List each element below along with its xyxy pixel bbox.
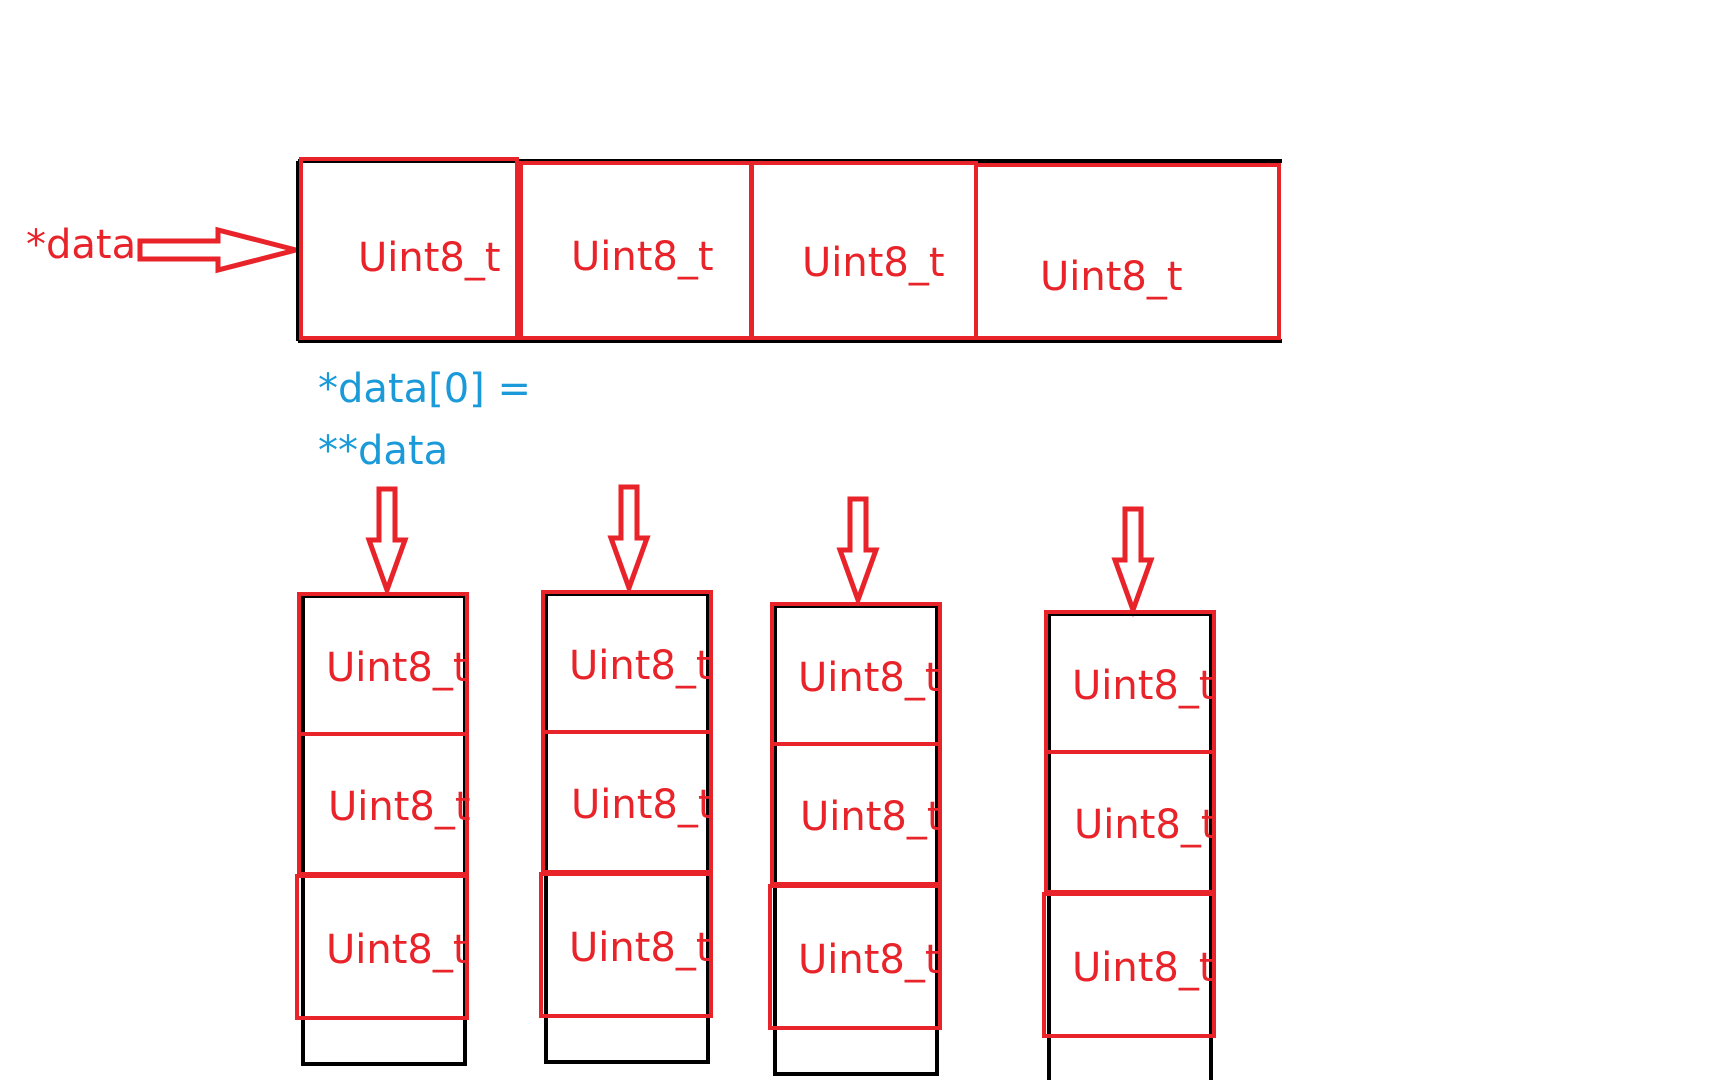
column-4: Uint8_t Uint8_t Uint8_t [1042,610,1217,1080]
column-3-cell-3-label: Uint8_t [798,937,941,983]
column-1-cell-3-label: Uint8_t [326,927,469,973]
top-row: Uint8_t Uint8_t Uint8_t Uint8_t [296,157,1282,343]
column-4-cell-2-label: Uint8_t [1074,802,1217,848]
column-4-cell-1-label: Uint8_t [1072,663,1215,709]
column-2-cell-3-label: Uint8_t [569,925,712,971]
down-arrow-4 [1111,506,1155,618]
note-line-1: *data[0] = [318,366,531,412]
down-arrow-1 [365,486,409,598]
column-3: Uint8_t Uint8_t Uint8_t [768,602,943,1076]
column-2: Uint8_t Uint8_t Uint8_t [539,590,714,1064]
down-arrow-3 [836,496,880,608]
pointer-right-arrow [137,226,297,274]
column-2-cell-3 [539,872,713,1018]
column-3-cell-3 [768,884,942,1030]
column-1-cell-2-label: Uint8_t [328,784,471,830]
column-1-cell-1-label: Uint8_t [326,645,469,691]
column-4-cell-3 [1042,892,1216,1038]
column-3-cell-2-label: Uint8_t [800,794,943,840]
column-4-cell-3-label: Uint8_t [1072,945,1215,991]
top-cell-1-label: Uint8_t [358,235,501,281]
column-2-cell-2-label: Uint8_t [571,782,714,828]
top-cell-4-label: Uint8_t [1040,254,1183,300]
pointer-label: *data [26,222,136,268]
column-2-cell-1-label: Uint8_t [569,643,712,689]
down-arrow-2 [607,484,651,596]
note-line-2: **data [318,428,448,474]
top-cell-2-label: Uint8_t [571,234,714,280]
top-cell-3-label: Uint8_t [802,240,945,286]
column-1-cell-3 [295,874,469,1020]
column-3-cell-1-label: Uint8_t [798,655,941,701]
top-cell-4 [974,163,1281,340]
top-cell-1 [299,157,519,340]
column-1: Uint8_t Uint8_t Uint8_t [295,592,471,1066]
